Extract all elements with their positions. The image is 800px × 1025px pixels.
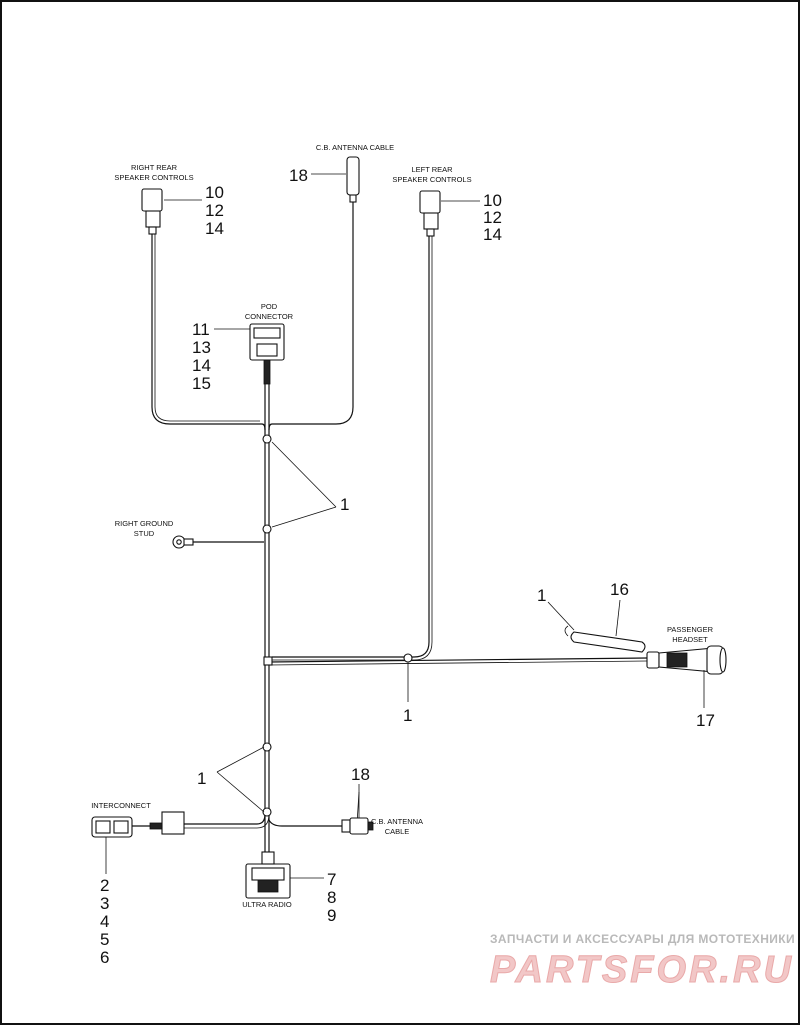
callout-radio-3: 9 (327, 906, 336, 925)
watermark-logo: PARTSFOR.RU (490, 949, 794, 991)
callout-pod-1: 11 (192, 320, 210, 339)
right-ground-stud-label-2: STUD (134, 529, 155, 538)
cb-antenna-bottom-connector-icon (341, 817, 374, 835)
callout-left-rear-2: 12 (483, 208, 502, 227)
callout-interconnect-5: 6 (100, 948, 109, 967)
callout-clips-upper: 1 (340, 495, 349, 514)
callout-headset-clip: 1 (537, 586, 546, 605)
clip-icon (262, 434, 272, 444)
left-rear-speaker-label-1: LEFT REAR (411, 165, 453, 174)
headset-cover-icon (564, 625, 646, 653)
cb-antenna-top-connector-icon (346, 156, 360, 203)
callout-clips-lower: 1 (197, 769, 206, 788)
callout-left-rear-1: 10 (483, 191, 502, 210)
leader-lines (105, 173, 705, 879)
callout-pod-3: 14 (192, 356, 211, 375)
callout-headset-cover: 16 (610, 580, 629, 599)
pod-connector-label-1: POD (261, 302, 278, 311)
clip-icon (262, 742, 272, 752)
cb-antenna-bottom-label-2: CABLE (385, 827, 410, 836)
harness-clips (262, 434, 413, 817)
pod-connector-label-2: CONNECTOR (245, 312, 294, 321)
callout-right-rear-1: 10 (205, 183, 224, 202)
cb-antenna-bottom-label-1: C.B. ANTENNA (371, 817, 423, 826)
right-rear-connector-icon (141, 188, 163, 235)
ultra-radio-connector-icon (245, 851, 291, 899)
callout-numbers: 10 12 14 18 10 12 14 11 13 14 15 1 1 16 … (100, 166, 715, 967)
clip-icon (262, 807, 272, 817)
junction-icon (263, 656, 273, 666)
callout-radio-2: 8 (327, 888, 336, 907)
callout-right-rear-2: 12 (205, 201, 224, 220)
left-rear-speaker-label-2: SPEAKER CONTROLS (392, 175, 471, 184)
interconnect-label: INTERCONNECT (91, 801, 151, 810)
cb-antenna-top-label: C.B. ANTENNA CABLE (316, 143, 394, 152)
component-labels: RIGHT REAR SPEAKER CONTROLS C.B. ANTENNA… (91, 143, 713, 909)
callout-interconnect-3: 4 (100, 912, 109, 931)
callout-cb-bottom: 18 (351, 765, 370, 784)
ultra-radio-label: ULTRA RADIO (242, 900, 292, 909)
passenger-headset-connector-icon (646, 645, 727, 675)
callout-interconnect-4: 5 (100, 930, 109, 949)
callout-left-rear-3: 14 (483, 225, 502, 244)
watermark-tagline: ЗАПЧАСТИ И АКСЕССУАРЫ ДЛЯ МОТОТЕХНИКИ (490, 932, 795, 946)
passenger-headset-label-2: HEADSET (672, 635, 708, 644)
left-rear-connector-icon (419, 190, 441, 237)
callout-interconnect-2: 3 (100, 894, 109, 913)
pod-connector-icon (249, 323, 285, 385)
callout-right-rear-3: 14 (205, 219, 224, 238)
callout-radio-1: 7 (327, 870, 336, 889)
callout-interconnect-1: 2 (100, 876, 109, 895)
passenger-headset-label-1: PASSENGER (667, 625, 714, 634)
callout-headset: 17 (696, 711, 715, 730)
clip-icon (262, 524, 272, 534)
clip-icon (403, 653, 413, 663)
right-rear-speaker-label-1: RIGHT REAR (131, 163, 178, 172)
harness-wires (132, 202, 648, 862)
watermark: ЗАПЧАСТИ И АКСЕССУАРЫ ДЛЯ МОТОТЕХНИКИ PA… (490, 932, 795, 992)
right-rear-speaker-label-2: SPEAKER CONTROLS (114, 173, 193, 182)
interconnect-connector-icon (91, 811, 185, 838)
right-ground-stud-label-1: RIGHT GROUND (115, 519, 174, 528)
callout-pod-2: 13 (192, 338, 211, 357)
callout-pod-4: 15 (192, 374, 211, 393)
callout-branch-clip: 1 (403, 706, 412, 725)
ground-ring-terminal-icon (172, 535, 194, 549)
callout-cb-top: 18 (289, 166, 308, 185)
